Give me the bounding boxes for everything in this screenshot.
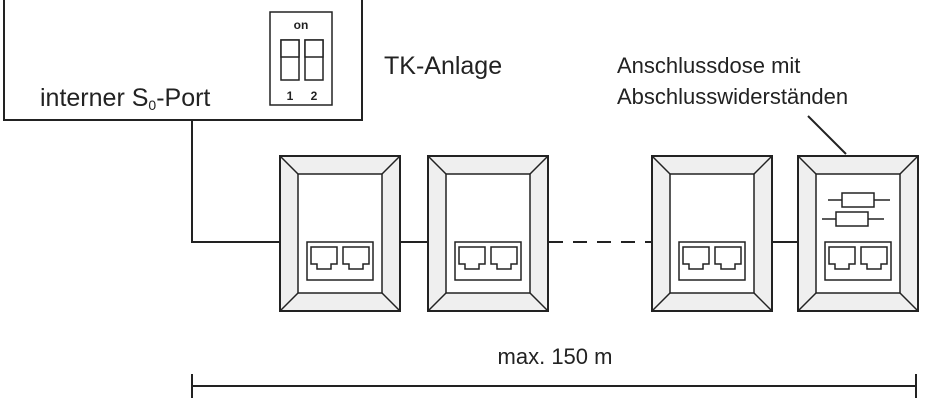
max-distance-label: max. 150 m [498, 344, 613, 369]
outlet-termination [797, 155, 919, 312]
s0-bus-wiring [191, 120, 798, 243]
dip-switch-on-label: on [294, 18, 309, 32]
termination-resistor-2-icon [822, 211, 884, 227]
internal-s0-port-label: interner S0-Port [40, 84, 210, 113]
outlet-3 [651, 155, 773, 312]
dip-switch: on 1 2 [269, 11, 333, 106]
termination-resistor-1-icon [828, 192, 890, 208]
tk-anlage-box: interner S0-Port [3, 0, 363, 121]
outlet-2 [427, 155, 549, 312]
dip-switch-1[interactable] [280, 39, 300, 81]
termination-callout-line1: Anschlussdose mit [617, 53, 800, 78]
dip-switch-1-label: 1 [287, 89, 294, 103]
outlet-1 [279, 155, 401, 312]
callout-leader-line [807, 115, 847, 155]
dip-switch-2-label: 2 [311, 89, 318, 103]
termination-callout-line2: Abschlusswiderständen [617, 84, 848, 109]
distance-dimension-line [191, 374, 917, 398]
dip-switch-2[interactable] [304, 39, 324, 81]
tk-anlage-label: TK-Anlage [384, 52, 502, 80]
